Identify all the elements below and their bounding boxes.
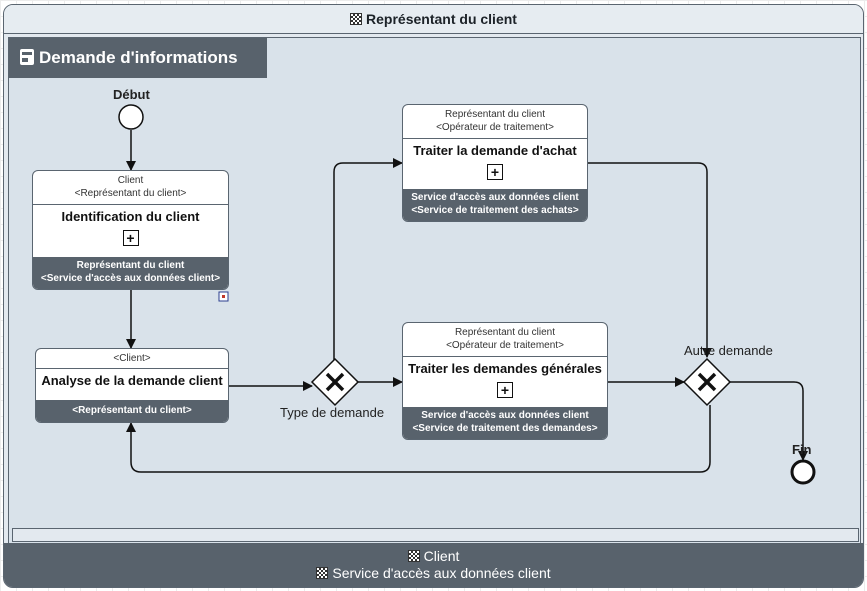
exclusive-gateway-type[interactable] <box>310 357 360 407</box>
end-event-label: Fin <box>792 442 812 457</box>
footer-service: Service d'accès aux données client <box>332 565 551 581</box>
lane-bottom-strip <box>12 528 859 542</box>
pool-title-bar[interactable]: Représentant du client <box>4 5 863 34</box>
task-name: Traiter les demandes générales <box>403 356 607 378</box>
subprocess-expand-icon[interactable]: + <box>487 164 503 180</box>
flow-lines <box>126 130 808 473</box>
task-traiter-achat[interactable]: Représentant du client <Opérateur de tra… <box>402 104 588 222</box>
task-performer: Client <Représentant du client> <box>74 175 187 199</box>
task-analyse-demande[interactable]: <Client> Analyse de la demande client <R… <box>35 348 229 423</box>
task-performer: Représentant du client <Opérateur de tra… <box>446 327 564 351</box>
start-event-label: Début <box>113 87 150 102</box>
task-name: Analyse de la demande client <box>36 368 228 390</box>
gateway-type-label: Type de demande <box>280 405 385 420</box>
task-performer: <Client> <box>113 353 151 364</box>
pool-title: Représentant du client <box>366 11 517 27</box>
task-performer: Représentant du client <Opérateur de tra… <box>436 109 554 133</box>
subprocess-expand-icon[interactable]: + <box>122 230 139 246</box>
lane-title-tab[interactable]: Demande d'informations <box>9 38 267 78</box>
gateway-x-icon <box>325 372 345 392</box>
task-resources: Service d'accès aux données client <Serv… <box>403 189 587 221</box>
flow-merge-loop-back[interactable] <box>126 405 711 473</box>
footer-participant: Client <box>423 548 460 564</box>
participant-icon <box>407 550 420 562</box>
task-identification-client[interactable]: Client <Représentant du client> Identifi… <box>32 170 229 290</box>
service-icon <box>316 567 329 579</box>
task-name: Identification du client <box>33 204 228 226</box>
end-event[interactable] <box>790 459 816 485</box>
task-resources: <Représentant du client> <box>36 400 228 422</box>
task-resources: Représentant du client <Service d'accès … <box>33 257 228 289</box>
gateway-x-icon <box>697 372 717 392</box>
lane-title: Demande d'informations <box>39 48 238 67</box>
flow-achat-to-merge[interactable] <box>588 162 712 358</box>
pool[interactable]: Représentant du client Demande d'informa… <box>3 4 864 588</box>
gateway-merge-label: Autre demande <box>684 343 773 358</box>
task-resources: Service d'accès aux données client <Serv… <box>403 407 607 439</box>
marker-icon <box>218 291 229 302</box>
task-name: Traiter la demande d'achat <box>403 138 587 160</box>
flow-merge-to-end[interactable] <box>730 381 808 461</box>
participant-icon <box>350 13 363 25</box>
subprocess-expand-icon[interactable]: + <box>497 382 513 398</box>
flow-gateway-to-achat[interactable] <box>333 158 403 360</box>
exclusive-gateway-merge[interactable] <box>682 357 732 407</box>
process-icon <box>20 49 34 65</box>
task-traiter-generales[interactable]: Représentant du client <Opérateur de tra… <box>402 322 608 440</box>
pool-footer[interactable]: Client Service d'accès aux données clien… <box>4 543 863 587</box>
start-event[interactable] <box>118 104 144 130</box>
